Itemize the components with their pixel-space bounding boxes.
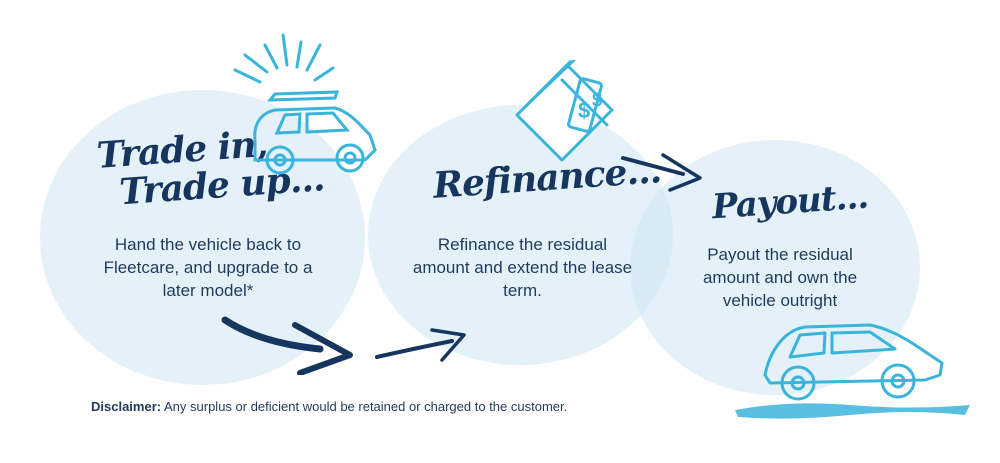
disclaimer-text: Any surplus or deficient would be retain…	[164, 399, 568, 414]
step2-background-blob	[368, 105, 673, 365]
step1-description: Hand the vehicle back to Fleetcare, and …	[103, 235, 313, 300]
arrow-1-icon	[221, 316, 353, 375]
step3-background-blob	[630, 140, 920, 395]
svg-text:$: $	[592, 90, 602, 110]
arrow-2-icon	[375, 328, 466, 362]
disclaimer: Disclaimer: Any surplus or deficient wou…	[91, 399, 567, 414]
svg-text:$: $	[578, 98, 590, 123]
step2-description: Refinance the residual amount and extend…	[412, 235, 633, 300]
step3-description: Payout the residual amount and own the v…	[702, 245, 858, 310]
arrow-3-icon	[621, 153, 702, 192]
money-icon: $ $	[515, 60, 614, 162]
car-icon	[233, 33, 377, 175]
disclaimer-label: Disclaimer:	[91, 399, 162, 414]
car-icon	[735, 323, 970, 419]
